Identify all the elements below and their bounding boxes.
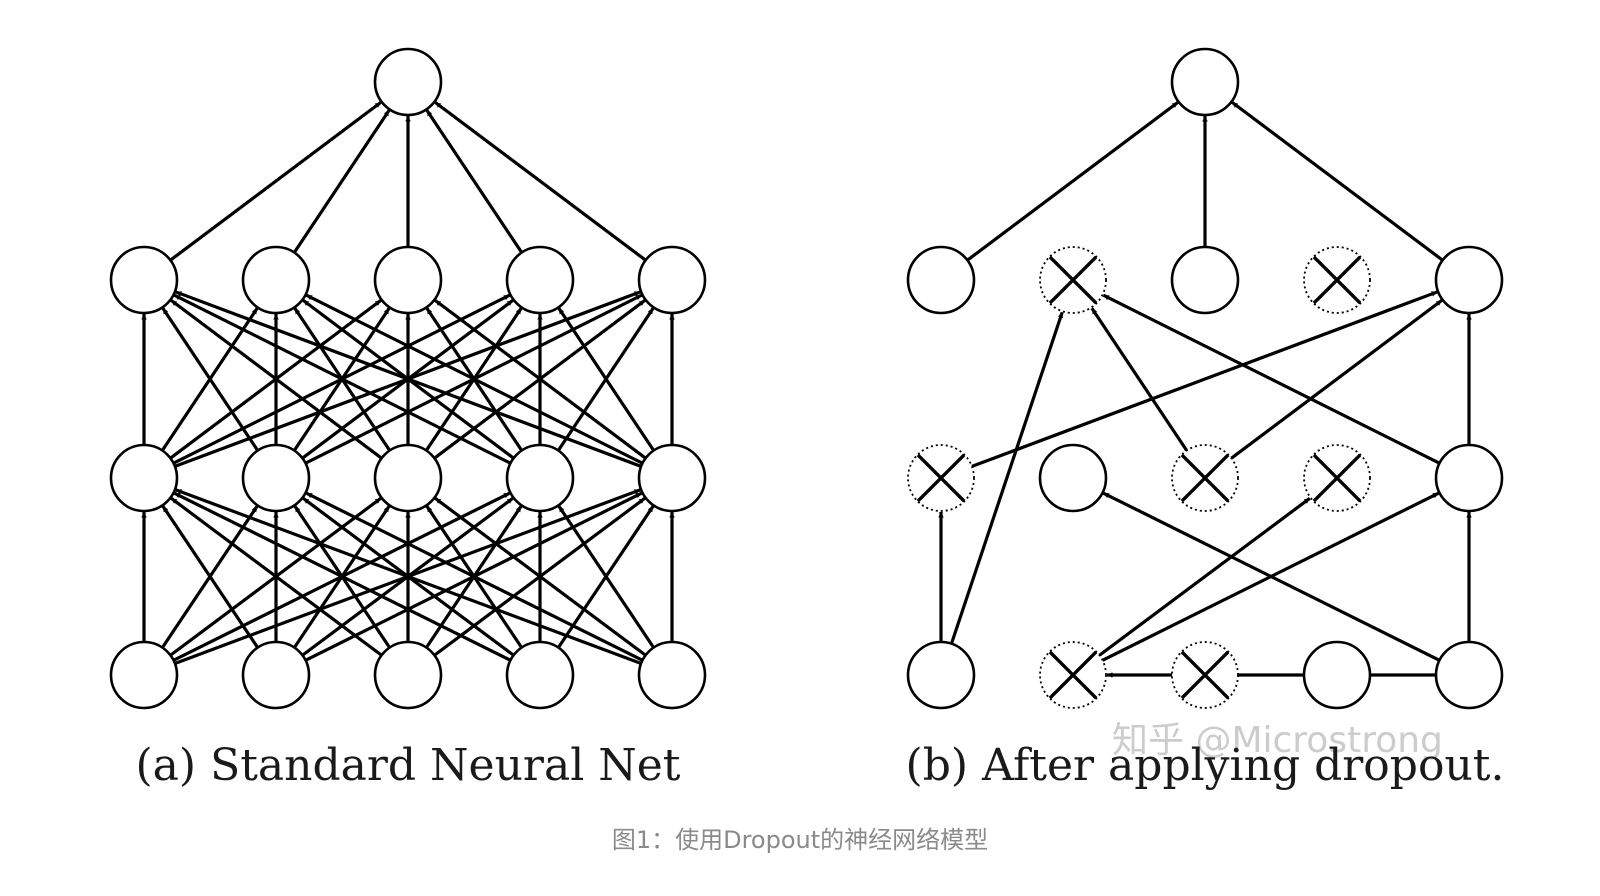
unit-a-l0-2	[373, 640, 443, 710]
dropout-network-nodes	[906, 47, 1504, 710]
unit-a-l2-1	[241, 245, 311, 315]
edge-b-l1-0-to-l2-4	[971, 290, 1438, 468]
standard-network-edges	[141, 101, 675, 665]
edge-a-l1-4-to-3	[557, 307, 656, 452]
edge-a-l2-4-to-0	[434, 101, 647, 262]
standard-network-panel: (a) Standard Neural Net	[109, 47, 707, 791]
edge-b-l2-0-to-l3-0	[966, 101, 1179, 262]
edge-b-l1-4-to-l2-1	[1102, 293, 1441, 465]
unit-b-l1-2-dropped	[1171, 444, 1239, 512]
unit-b-l3-0	[1170, 47, 1240, 117]
figure-caption: 图1：使用Dropout的神经网络模型	[611, 826, 989, 854]
unit-a-l0-4	[637, 640, 707, 710]
unit-b-l2-0	[906, 245, 976, 315]
unit-a-l0-0	[109, 640, 179, 710]
watermark-text: 知乎 @Microstrong	[1112, 720, 1443, 761]
unit-a-l3-0	[373, 47, 443, 117]
edge-a-l0-4-to-0	[175, 488, 642, 665]
unit-b-l2-1-dropped	[1039, 246, 1107, 314]
unit-a-l1-1	[241, 443, 311, 513]
dropout-network-panel: 知乎 @Microstrong (b) After applying dropo…	[906, 47, 1505, 791]
unit-a-l2-2	[373, 245, 443, 315]
cross-mark	[1048, 255, 1098, 305]
unit-a-l0-1	[241, 640, 311, 710]
unit-a-l2-0	[109, 245, 179, 315]
edge-a-l0-4-to-2	[434, 497, 647, 657]
unit-b-l2-4	[1434, 245, 1504, 315]
unit-b-l0-2-dropped	[1171, 641, 1239, 709]
edge-b-l0-4-to-l1-1	[1102, 491, 1441, 662]
unit-a-l1-0	[109, 443, 179, 513]
edge-a-l1-3-to-0	[173, 293, 512, 465]
standard-network-nodes	[109, 47, 707, 710]
edge-a-l2-1-to-0	[292, 109, 391, 254]
cross-mark	[1180, 650, 1230, 700]
unit-b-l0-0	[906, 640, 976, 710]
edge-a-l1-4-to-1	[305, 293, 644, 465]
dropout-network-edges	[938, 101, 1472, 678]
unit-b-l0-1-dropped	[1039, 641, 1107, 709]
unit-b-l1-0-dropped	[907, 444, 975, 512]
cross-mark	[916, 453, 966, 503]
edge-a-l1-1-to-0	[161, 307, 260, 452]
unit-a-l2-3	[505, 245, 575, 315]
edge-b-l0-0-to-l2-1	[949, 311, 1064, 645]
standard-net-caption: (a) Standard Neural Net	[136, 740, 681, 791]
unit-b-l2-2	[1170, 245, 1240, 315]
cross-mark	[1312, 453, 1362, 503]
cross-mark	[1180, 453, 1230, 503]
edge-a-l0-4-to-3	[557, 505, 655, 649]
cross-mark	[1048, 650, 1098, 700]
edge-b-l1-2-to-l2-1	[1090, 307, 1189, 452]
edge-b-l0-1-to-l1-3	[1098, 497, 1311, 657]
edge-a-l0-4-to-1	[305, 491, 644, 662]
unit-a-l1-3	[505, 443, 575, 513]
unit-a-l0-3	[505, 640, 575, 710]
unit-b-l1-1	[1038, 443, 1108, 513]
edge-a-l2-3-to-0	[425, 109, 524, 254]
unit-a-l2-4	[637, 245, 707, 315]
edge-a-l1-4-to-2	[434, 299, 647, 460]
edge-b-l2-4-to-l3-0	[1231, 101, 1444, 262]
unit-b-l1-4	[1434, 443, 1504, 513]
edge-a-l1-4-to-0	[175, 290, 642, 468]
edge-a-l1-2-to-0	[170, 299, 383, 460]
edge-a-l2-0-to-0	[169, 101, 382, 262]
unit-a-l1-2	[373, 443, 443, 513]
edge-a-l0-3-to-0	[173, 491, 512, 662]
unit-b-l2-3-dropped	[1303, 246, 1371, 314]
dropout-net-caption: (b) After applying dropout.	[906, 740, 1505, 791]
unit-a-l1-4	[637, 443, 707, 513]
edge-a-l0-2-to-0	[170, 497, 383, 657]
edge-a-l0-1-to-0	[161, 505, 259, 649]
unit-b-l1-3-dropped	[1303, 444, 1371, 512]
unit-b-l0-3	[1302, 640, 1372, 710]
cross-mark	[1312, 255, 1362, 305]
edge-b-l1-2-to-l2-4	[1230, 299, 1443, 460]
unit-b-l0-4	[1434, 640, 1504, 710]
